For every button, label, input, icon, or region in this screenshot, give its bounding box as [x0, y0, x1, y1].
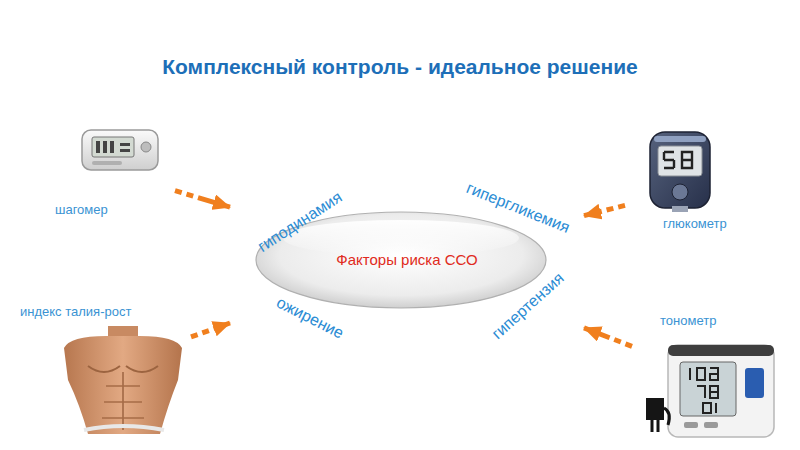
risk-ellipse: Факторы риска ССО — [230, 165, 584, 355]
device-item: шагомер — [50, 118, 175, 226]
glucometer-icon — [650, 132, 710, 212]
tonometer-icon — [646, 345, 774, 437]
orange-arrow — [191, 323, 230, 337]
orange-arrow — [584, 205, 625, 215]
risk-title: Факторы риска ССО — [230, 251, 584, 268]
device-item: индекс талия-рост — [16, 298, 191, 438]
device-label: шагомер — [55, 202, 108, 217]
device-item: глюкометр — [625, 122, 740, 260]
device-label: тонометр — [660, 313, 716, 328]
torso-illustration — [64, 326, 182, 434]
device-label: глюкометр — [663, 216, 727, 231]
slide-title: Комплексный контроль - идеальное решение — [0, 55, 800, 79]
device-item: тонометр — [632, 305, 782, 445]
orange-arrow — [175, 191, 230, 207]
device-label: индекс талия-рост — [20, 304, 131, 319]
pedometer-icon — [82, 130, 158, 170]
orange-arrow — [584, 328, 632, 346]
